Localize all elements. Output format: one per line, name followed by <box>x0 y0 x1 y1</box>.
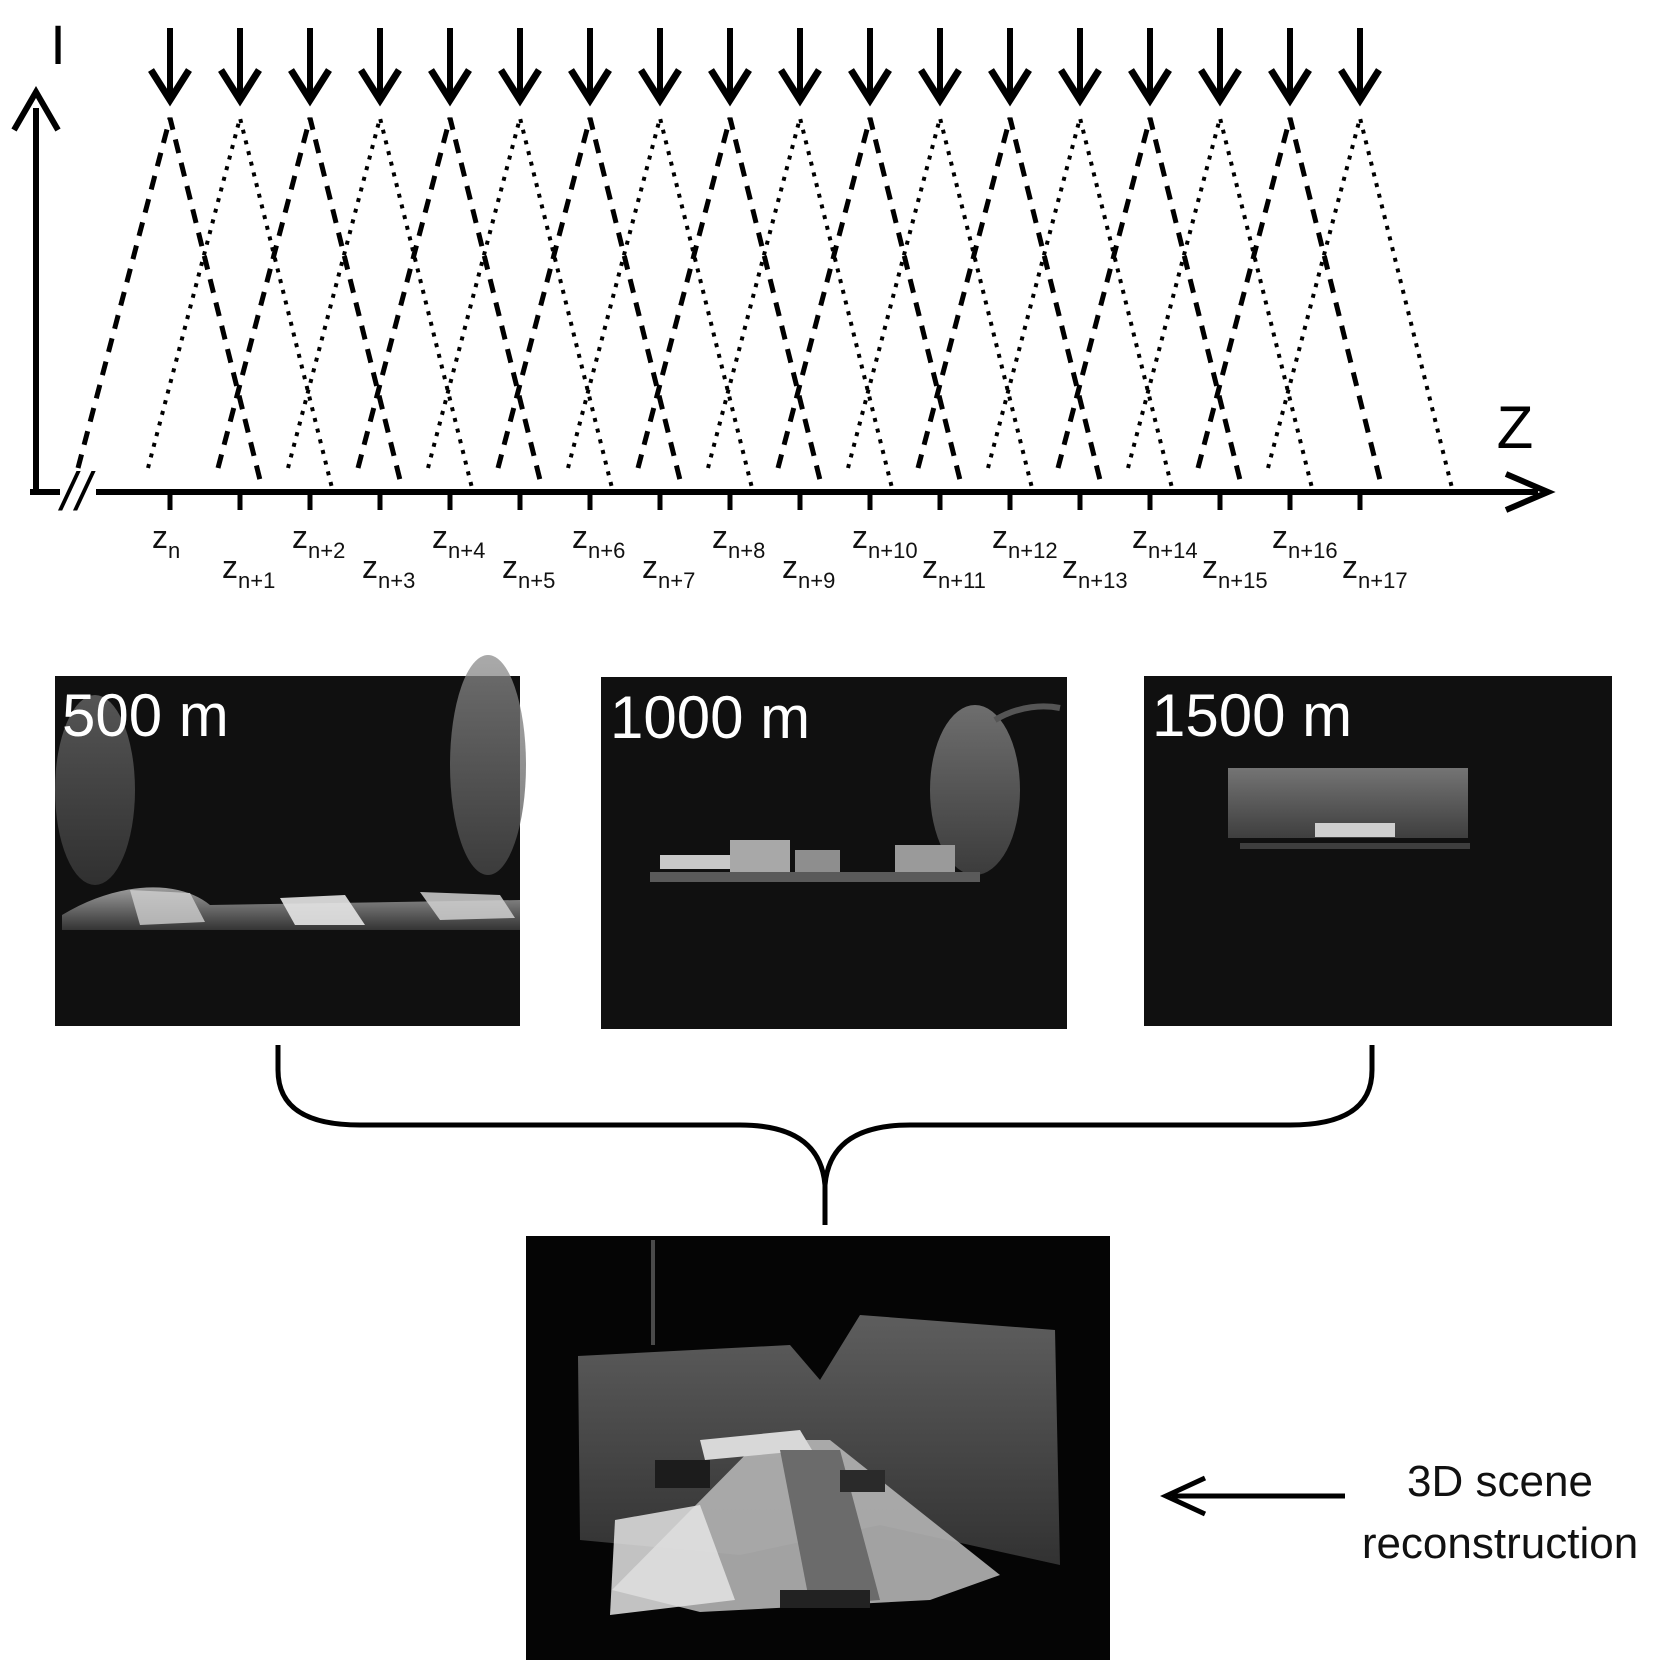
intensity-axis <box>11 86 61 492</box>
gate-profile-16 <box>1195 117 1385 489</box>
gate-arrow-head-8 <box>708 68 752 107</box>
image-500m-label: 500 m <box>62 682 229 749</box>
gate-profile-10 <box>775 117 965 489</box>
z-tick-label-9: zn+9 <box>782 549 835 593</box>
gate-profile-12 <box>915 117 1105 489</box>
merge-brace <box>275 1045 1375 1225</box>
gate-labels: zn zn+1 zn+2 zn+3 zn+4 zn+5 zn+6 zn+7 zn+8 zn+9 zn… <box>152 519 1408 593</box>
z-tick-label-17: zn+17 <box>1342 549 1408 593</box>
z-tick-label-8: zn+8 <box>712 519 765 563</box>
gate-profile-2 <box>215 117 405 489</box>
gate-arrow-head-17 <box>1338 68 1382 107</box>
gate-arrow-head-12 <box>988 68 1032 107</box>
z-axis <box>30 471 1556 513</box>
z-tick-label-16: zn+16 <box>1272 519 1338 563</box>
gate-profile-11 <box>846 117 1034 489</box>
z-tick-label-12: zn+12 <box>992 519 1058 563</box>
gate-profile-4 <box>355 117 545 489</box>
gate-profile-3 <box>286 117 474 489</box>
gate-profile-1 <box>146 117 334 489</box>
gate-arrow-head-14 <box>1128 68 1172 107</box>
gate-profile-8 <box>635 117 825 489</box>
z-tick-label-11: zn+11 <box>922 549 986 593</box>
gate-arrow-head-13 <box>1058 68 1102 107</box>
gate-arrow-head-11 <box>918 68 962 107</box>
gate-profile-17 <box>1266 117 1454 489</box>
gate-profile-0 <box>75 117 265 489</box>
z-tick-label-2: zn+2 <box>292 519 345 563</box>
intensity-axis-label: I <box>50 13 66 76</box>
gate-profile-14 <box>1055 117 1245 489</box>
image-1500m: 1500 m <box>1144 676 1612 1026</box>
image-1000m-label: 1000 m <box>610 684 810 751</box>
axis-break-mark: // <box>57 462 96 522</box>
z-tick-label-1: zn+1 <box>222 549 275 593</box>
image-1500m-label: 1500 m <box>1152 682 1352 749</box>
gate-profiles <box>75 28 1454 510</box>
reconstruction-caption-line1: 3D scene <box>1407 1457 1593 1506</box>
gate-profile-6 <box>495 117 685 489</box>
image-500m: 500 m <box>55 655 526 1026</box>
z-tick-label-7: zn+7 <box>642 549 695 593</box>
gate-arrow-head-6 <box>568 68 612 107</box>
gate-arrow-head-1 <box>218 68 262 107</box>
gate-arrow-head-16 <box>1268 68 1312 107</box>
gate-arrow-head-10 <box>848 68 892 107</box>
z-tick-label-15: zn+15 <box>1202 549 1268 593</box>
gate-arrow-head-5 <box>498 68 542 107</box>
z-tick-label-10: zn+10 <box>852 519 918 563</box>
z-tick-label-0: zn <box>152 519 180 563</box>
gate-arrow-head-2 <box>288 68 332 107</box>
z-tick-label-4: zn+4 <box>432 519 485 563</box>
z-tick-label-5: zn+5 <box>502 549 555 593</box>
reconstruction-caption-line2: reconstruction <box>1362 1519 1638 1568</box>
image-1000m: 1000 m <box>601 677 1067 1029</box>
gate-arrow-head-0 <box>148 68 192 107</box>
gate-profile-7 <box>566 117 754 489</box>
gate-profile-15 <box>1126 117 1314 489</box>
gate-arrow-head-3 <box>358 68 402 107</box>
gate-profile-5 <box>426 117 614 489</box>
gate-arrow-head-15 <box>1198 68 1242 107</box>
gate-arrow-head-7 <box>638 68 682 107</box>
z-axis-label: Z <box>1497 394 1534 461</box>
gate-arrow-head-9 <box>778 68 822 107</box>
z-tick-label-13: zn+13 <box>1062 549 1128 593</box>
z-tick-label-6: zn+6 <box>572 519 625 563</box>
gate-arrow-head-4 <box>428 68 472 107</box>
gate-profile-9 <box>706 117 894 489</box>
z-tick-label-14: zn+14 <box>1132 519 1198 563</box>
reconstruction-pointer-arrow <box>1160 1475 1345 1517</box>
gate-profile-13 <box>986 117 1174 489</box>
reconstruction-image <box>526 1236 1110 1660</box>
z-tick-label-3: zn+3 <box>362 549 415 593</box>
